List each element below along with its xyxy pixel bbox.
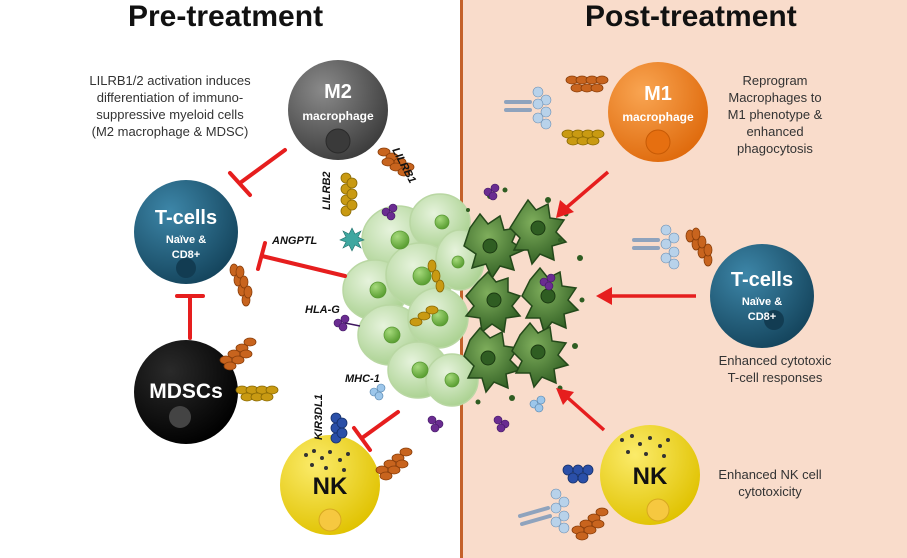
receptor-lilrb1-tcell <box>229 263 253 307</box>
receptor-kir3dl1-nk-post <box>562 464 594 484</box>
receptor-lilrb1-tcell-post <box>685 227 713 267</box>
inhibition-m2-to-tcells <box>228 148 287 197</box>
receptor-lilrb1-m2 <box>377 147 415 177</box>
angptl-label: ANGPTL <box>271 235 318 247</box>
note-line: Enhanced NK cell <box>718 467 822 482</box>
receptor-lilrb1-m1 <box>565 75 609 93</box>
note-line: Reprogram <box>742 73 808 88</box>
pre-treatment-heading: Pre-treatment <box>128 0 324 33</box>
tumor-nuclei <box>369 214 465 388</box>
receptor-lilrb1-nk-post <box>571 507 609 541</box>
mhc-1-label: MHC-1 <box>345 373 380 385</box>
note-line: enhanced <box>746 124 804 139</box>
m1-title: M1 <box>644 83 672 105</box>
antibody-m1 <box>504 86 552 130</box>
mhc-1-ligand <box>369 383 546 413</box>
tumor-mass <box>342 187 585 407</box>
receptor-lilrb2-m1 <box>561 129 605 146</box>
nk-granules <box>620 434 670 458</box>
activation-note: LILRB1/2 activation induces differentiat… <box>60 72 280 140</box>
note-line: (M2 macrophage & MDSC) <box>91 124 249 139</box>
inhibition-mdscs-to-tcells <box>175 294 205 340</box>
nk-granules <box>304 449 350 472</box>
note-line: M1 phenotype & <box>727 107 823 122</box>
note-line: Enhanced cytotoxic <box>718 353 832 368</box>
mdscs-cell: MDSCs <box>134 340 238 444</box>
antibody-tcell <box>632 224 680 270</box>
m1-subtitle: macrophage <box>622 110 694 124</box>
inhibition-tumor-to-nk <box>352 410 400 452</box>
receptor-lilrb2-mdsc <box>235 385 279 402</box>
note-line: suppressive myeloid cells <box>96 107 244 122</box>
activation-arrows <box>556 170 696 432</box>
post-treatment-heading: Post-treatment <box>585 0 797 33</box>
tcells-post-line1: Naïve & <box>742 296 782 308</box>
nk-pre-cell: NK <box>280 435 380 535</box>
m2-subtitle: macrophage <box>302 109 374 123</box>
m2-macrophage-cell: M2 macrophage <box>288 60 388 160</box>
tcells-post-line2: CD8+ <box>748 311 776 323</box>
hla-ligand <box>381 183 556 433</box>
receptor-kir3dl1-nk <box>330 412 348 444</box>
note-line: Macrophages to <box>728 90 822 105</box>
hla-g-label: HLA-G <box>305 304 340 316</box>
inhibition-tumor-to-tcells <box>256 241 347 278</box>
dying-tumor-cells <box>463 198 580 394</box>
note-line: LILRB1/2 activation induces <box>89 73 251 88</box>
m1-macrophage-cell: M1 macrophage <box>608 62 708 162</box>
mdscs-title: MDSCs <box>149 380 223 403</box>
receptor-lilrb2-tumor <box>409 259 445 327</box>
tcells-post-cell: T-cells Naïve & CD8+ <box>710 244 814 348</box>
nk-post-title: NK <box>633 463 668 490</box>
tcells-pre-title: T-cells <box>155 207 217 229</box>
antibody-nk <box>518 488 570 534</box>
arrow-nk-to-tumor <box>556 388 606 432</box>
ligand-clusters <box>333 183 556 433</box>
receptor-lilrb1-mdsc <box>219 337 257 371</box>
arrow-tcells-to-tumor <box>596 287 696 305</box>
tcells-post-title: T-cells <box>731 269 793 291</box>
note-line: differentiation of immuno- <box>96 90 244 105</box>
nk-pre-title: NK <box>313 473 348 500</box>
tcells-pre-line2: CD8+ <box>172 249 200 261</box>
tcells-pre-cell: T-cells Naïve & CD8+ <box>134 180 238 284</box>
m2-title: M2 <box>324 81 352 103</box>
nk-response-note: Enhanced NK cell cytotoxicity <box>700 466 840 500</box>
receptor-lilrb2-m2 <box>340 172 358 217</box>
note-line: T-cell responses <box>727 370 823 385</box>
dying-cell-nuclei <box>480 220 556 366</box>
note-line: cytotoxicity <box>738 484 802 499</box>
nk-post-cell: NK <box>600 425 700 525</box>
kir3dl1-label: KIR3DL1 <box>313 394 325 440</box>
hla-g-ligand <box>333 314 361 332</box>
angptl-star-icon <box>339 227 365 252</box>
tcell-response-note: Enhanced cytotoxic T-cell responses <box>690 352 860 386</box>
arrow-m1-to-tumor <box>556 170 610 218</box>
note-line: phagocytosis <box>737 141 813 156</box>
lilrb2-label: LILRB2 <box>321 172 333 211</box>
live-tumor-cells <box>342 193 485 407</box>
tcells-pre-line1: Naïve & <box>166 234 206 246</box>
inhibition-arrows <box>175 148 400 452</box>
receptor-lilrb1-nk <box>375 447 413 481</box>
reprogram-note: Reprogram Macrophages to M1 phenotype & … <box>710 72 840 157</box>
